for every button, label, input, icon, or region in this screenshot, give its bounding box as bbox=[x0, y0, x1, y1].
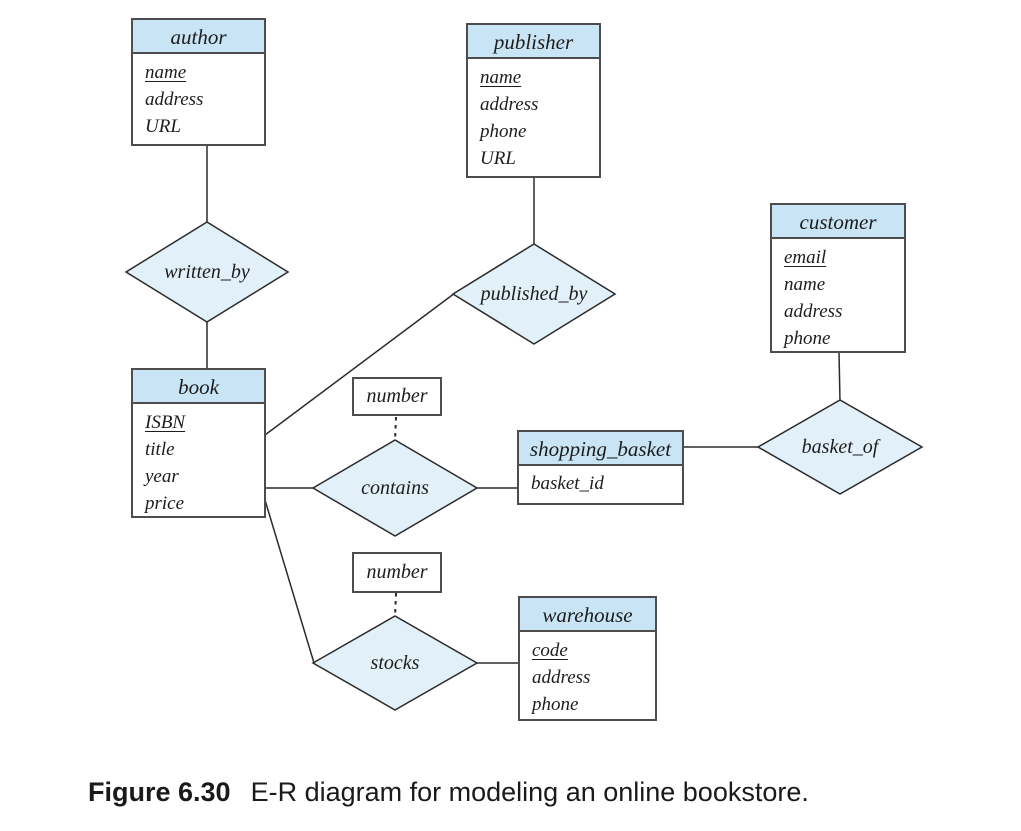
attribute-book-price: price bbox=[145, 493, 185, 514]
attribute-warehouse-address: address bbox=[532, 667, 591, 688]
attribute-publisher-address: address bbox=[480, 94, 539, 115]
attribute-warehouse-phone: phone bbox=[532, 694, 579, 715]
figure-number: Figure 6.30 bbox=[88, 777, 231, 807]
attribute-book-title: title bbox=[145, 439, 175, 460]
attribute-box-stocks-number: number bbox=[352, 552, 442, 593]
entity-customer-attributes: email name address phone bbox=[772, 239, 904, 352]
entity-book-attributes: ISBN title year price bbox=[133, 404, 264, 517]
attribute-customer-name: name bbox=[784, 274, 826, 295]
entity-author-attributes: name address URL bbox=[133, 54, 264, 140]
entity-shopping-basket-attributes: basket_id bbox=[519, 466, 682, 500]
diamond-basket-of bbox=[756, 399, 924, 495]
figure-caption-text: E-R diagram for modeling an online books… bbox=[250, 777, 809, 807]
entity-customer: customer email name address phone bbox=[770, 203, 906, 353]
dashed-line-number-contains bbox=[394, 416, 397, 442]
entity-book: book ISBN title year price bbox=[131, 368, 266, 518]
attribute-customer-email: email bbox=[784, 247, 827, 268]
attribute-warehouse-code: code bbox=[532, 640, 568, 661]
attribute-box-contains-number: number bbox=[352, 377, 442, 416]
attribute-customer-phone: phone bbox=[784, 328, 831, 349]
entity-author-title: author bbox=[133, 20, 264, 54]
attribute-publisher-phone: phone bbox=[480, 121, 527, 142]
diamond-published-by bbox=[451, 243, 617, 345]
line-customer-basket-of bbox=[838, 351, 841, 403]
dashed-line-number-stocks bbox=[394, 592, 397, 618]
entity-publisher: publisher name address phone URL bbox=[466, 23, 601, 178]
attribute-author-address: address bbox=[145, 89, 204, 110]
entity-warehouse-attributes: code address phone bbox=[520, 632, 655, 718]
attribute-author-name: name bbox=[145, 62, 187, 83]
entity-book-title: book bbox=[133, 370, 264, 404]
diamond-contains bbox=[311, 439, 479, 537]
attribute-author-url: URL bbox=[145, 116, 181, 137]
attribute-book-isbn: ISBN bbox=[145, 412, 186, 433]
attribute-shopping-basket-id: basket_id bbox=[531, 473, 604, 494]
entity-customer-title: customer bbox=[772, 205, 904, 239]
diamond-written-by bbox=[124, 221, 290, 323]
attribute-book-year: year bbox=[145, 466, 179, 487]
entity-publisher-title: publisher bbox=[468, 25, 599, 59]
line-published-by-book bbox=[264, 292, 456, 436]
entity-publisher-attributes: name address phone URL bbox=[468, 59, 599, 172]
entity-author: author name address URL bbox=[131, 18, 266, 146]
diamond-stocks bbox=[311, 615, 479, 711]
figure-caption: Figure 6.30 E-R diagram for modeling an o… bbox=[88, 777, 809, 808]
attribute-publisher-url: URL bbox=[480, 148, 516, 169]
entity-warehouse-title: warehouse bbox=[520, 598, 655, 632]
entity-shopping-basket: shopping_basket basket_id bbox=[517, 430, 684, 505]
entity-shopping-basket-title: shopping_basket bbox=[519, 432, 682, 466]
attribute-customer-address: address bbox=[784, 301, 843, 322]
line-book-stocks bbox=[264, 499, 315, 664]
attribute-publisher-name: name bbox=[480, 67, 522, 88]
entity-warehouse: warehouse code address phone bbox=[518, 596, 657, 721]
